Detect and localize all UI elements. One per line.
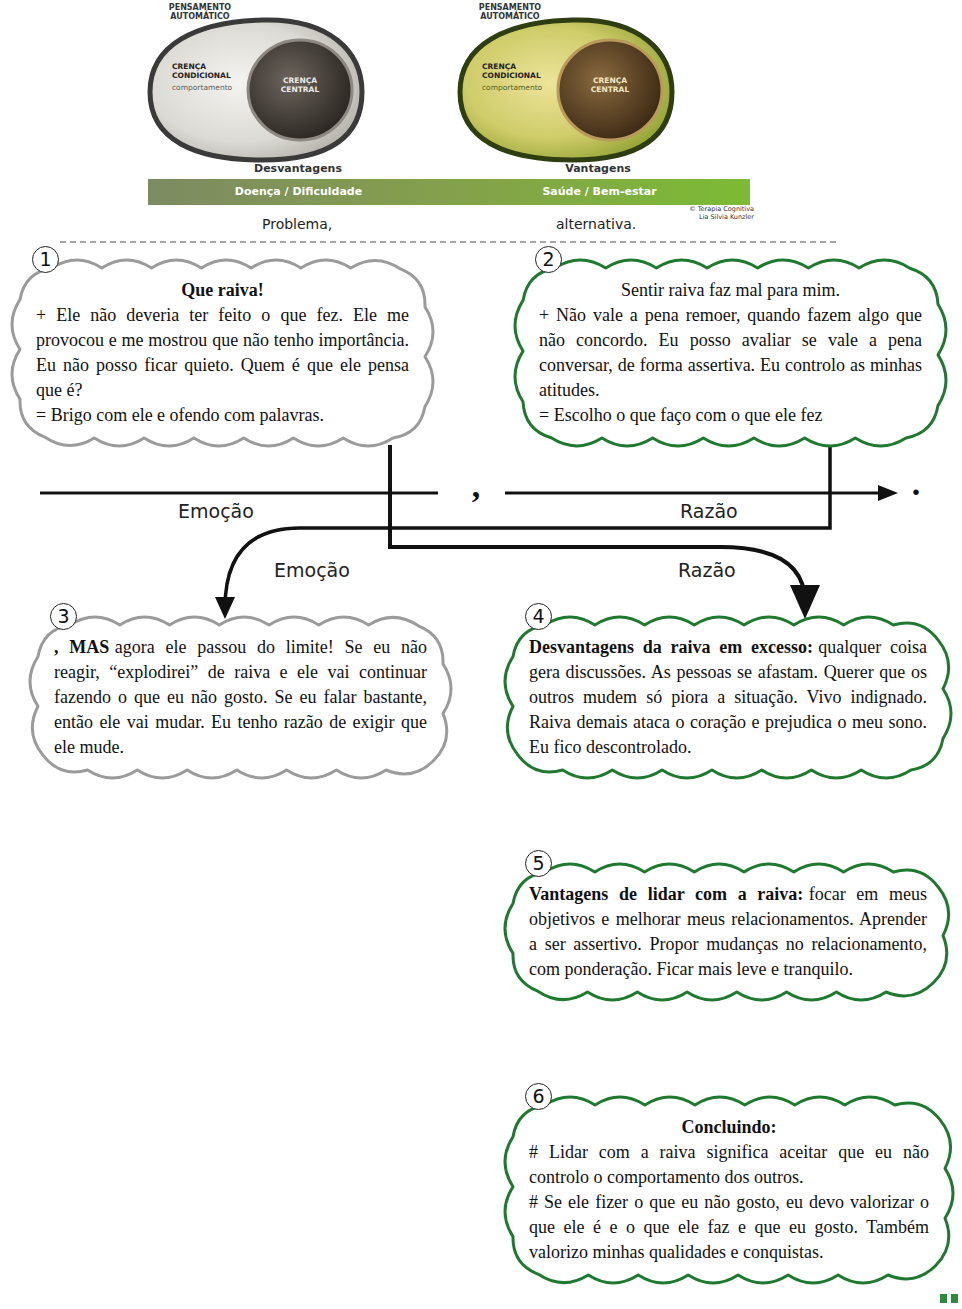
cloud-border bbox=[30, 617, 451, 778]
cloud-border bbox=[12, 260, 433, 446]
avocado-skin bbox=[460, 20, 672, 160]
callout-number: 3 bbox=[50, 603, 77, 630]
cloud-heading: Que raiva! bbox=[36, 278, 409, 303]
text-label: CRENÇA CONDICIONAL bbox=[482, 62, 552, 80]
text-label: Desvantagens bbox=[238, 162, 358, 176]
text-label: Vantagens bbox=[538, 162, 658, 176]
avocado-grey bbox=[150, 20, 362, 160]
text-label: . bbox=[906, 466, 926, 502]
cloud-body: agora ele passou do limite! Se eu não re… bbox=[54, 637, 427, 757]
text-label: CRENÇA CONDICIONAL bbox=[172, 62, 242, 80]
connector bbox=[225, 445, 830, 608]
cloud-border bbox=[515, 260, 946, 446]
text-label: Razão bbox=[680, 500, 770, 522]
corner-mark bbox=[940, 1294, 947, 1303]
text-label: , bbox=[466, 468, 486, 504]
cloud-heading: Desvantagens da raiva em excesso: bbox=[529, 637, 813, 657]
avocado-pit bbox=[248, 40, 352, 140]
cloud-body: # Se ele fizer o que eu não gosto, eu de… bbox=[529, 1190, 929, 1265]
connector-label: Razão bbox=[676, 559, 738, 581]
thought-cloud: Sentir raiva faz mal para mim.+ Não vale… bbox=[513, 258, 948, 448]
callout-number: 2 bbox=[535, 246, 562, 273]
cloud-heading: , MAS bbox=[54, 637, 109, 657]
cloud-body: + Não vale a pena remoer, quando fazem a… bbox=[539, 303, 922, 403]
callout-number: 6 bbox=[525, 1083, 552, 1110]
text-label: CRENÇA CENTRAL bbox=[272, 76, 328, 94]
avocado-green bbox=[460, 20, 672, 160]
text-label: Problema, bbox=[262, 215, 372, 233]
avocado-pit bbox=[558, 40, 662, 140]
text-label: PENSAMENTO AUTOMÁTICO bbox=[470, 3, 550, 21]
thought-cloud: , MASagora ele passou do limite! Se eu n… bbox=[28, 615, 453, 780]
reason-arrowhead bbox=[878, 485, 898, 501]
cloud-body: = Brigo com ele e ofendo com palavras. bbox=[36, 403, 409, 428]
thought-cloud: Que raiva!+ Ele não deveria ter feito o … bbox=[10, 258, 435, 448]
cloud-border bbox=[505, 864, 949, 1000]
text-label: alternativa. bbox=[556, 215, 666, 233]
gradient-band: Doença / DificuldadeSaúde / Bem-estar bbox=[148, 179, 750, 205]
emotion-line bbox=[40, 492, 438, 495]
corner-mark bbox=[951, 1294, 958, 1303]
band-text: Doença / Dificuldade bbox=[148, 179, 449, 205]
thought-cloud: Concluindo:# Lidar com a raiva significa… bbox=[503, 1095, 955, 1285]
callout-number: 4 bbox=[525, 603, 552, 630]
cloud-body: # Lidar com a raiva significa aceitar qu… bbox=[529, 1140, 929, 1190]
cloud-heading: Vantagens de lidar com a raiva: bbox=[529, 884, 803, 904]
cloud-paragraph: Desvantagens da raiva em excesso:qualque… bbox=[529, 635, 927, 760]
text-label: CRENÇA CENTRAL bbox=[582, 76, 638, 94]
cloud-border bbox=[505, 1097, 953, 1283]
band-text: Saúde / Bem-estar bbox=[449, 179, 750, 205]
text-label: comportamento bbox=[172, 83, 242, 92]
thought-cloud: Desvantagens da raiva em excesso:qualque… bbox=[503, 615, 953, 780]
connector bbox=[390, 445, 805, 602]
dashed-separator bbox=[60, 241, 840, 243]
cloud-paragraph: , MASagora ele passou do limite! Se eu n… bbox=[54, 635, 427, 760]
thought-cloud: Vantagens de lidar com a raiva:focar em … bbox=[503, 862, 953, 1002]
text-label: © Terapia Cognitiva Lia Silvia Kunzler bbox=[682, 206, 754, 221]
cloud-heading: Sentir raiva faz mal para mim. bbox=[539, 278, 922, 303]
text-label: comportamento bbox=[482, 83, 552, 92]
cloud-body: = Escolho o que faço com o que ele fez bbox=[539, 403, 922, 428]
text-label: Emoção bbox=[178, 500, 268, 522]
cloud-heading: Concluindo: bbox=[529, 1115, 929, 1140]
text-label: PENSAMENTO AUTOMÁTICO bbox=[160, 3, 240, 21]
cloud-border bbox=[505, 617, 951, 778]
callout-number: 5 bbox=[525, 850, 552, 877]
cloud-body: + Ele não deveria ter feito o que fez. E… bbox=[36, 303, 409, 403]
connector-label: Emoção bbox=[272, 559, 352, 581]
cloud-paragraph: Vantagens de lidar com a raiva:focar em … bbox=[529, 882, 927, 982]
cloud-outline bbox=[503, 862, 953, 1002]
reason-line bbox=[505, 492, 882, 495]
callout-number: 1 bbox=[32, 246, 59, 273]
avocado-skin bbox=[150, 20, 362, 160]
